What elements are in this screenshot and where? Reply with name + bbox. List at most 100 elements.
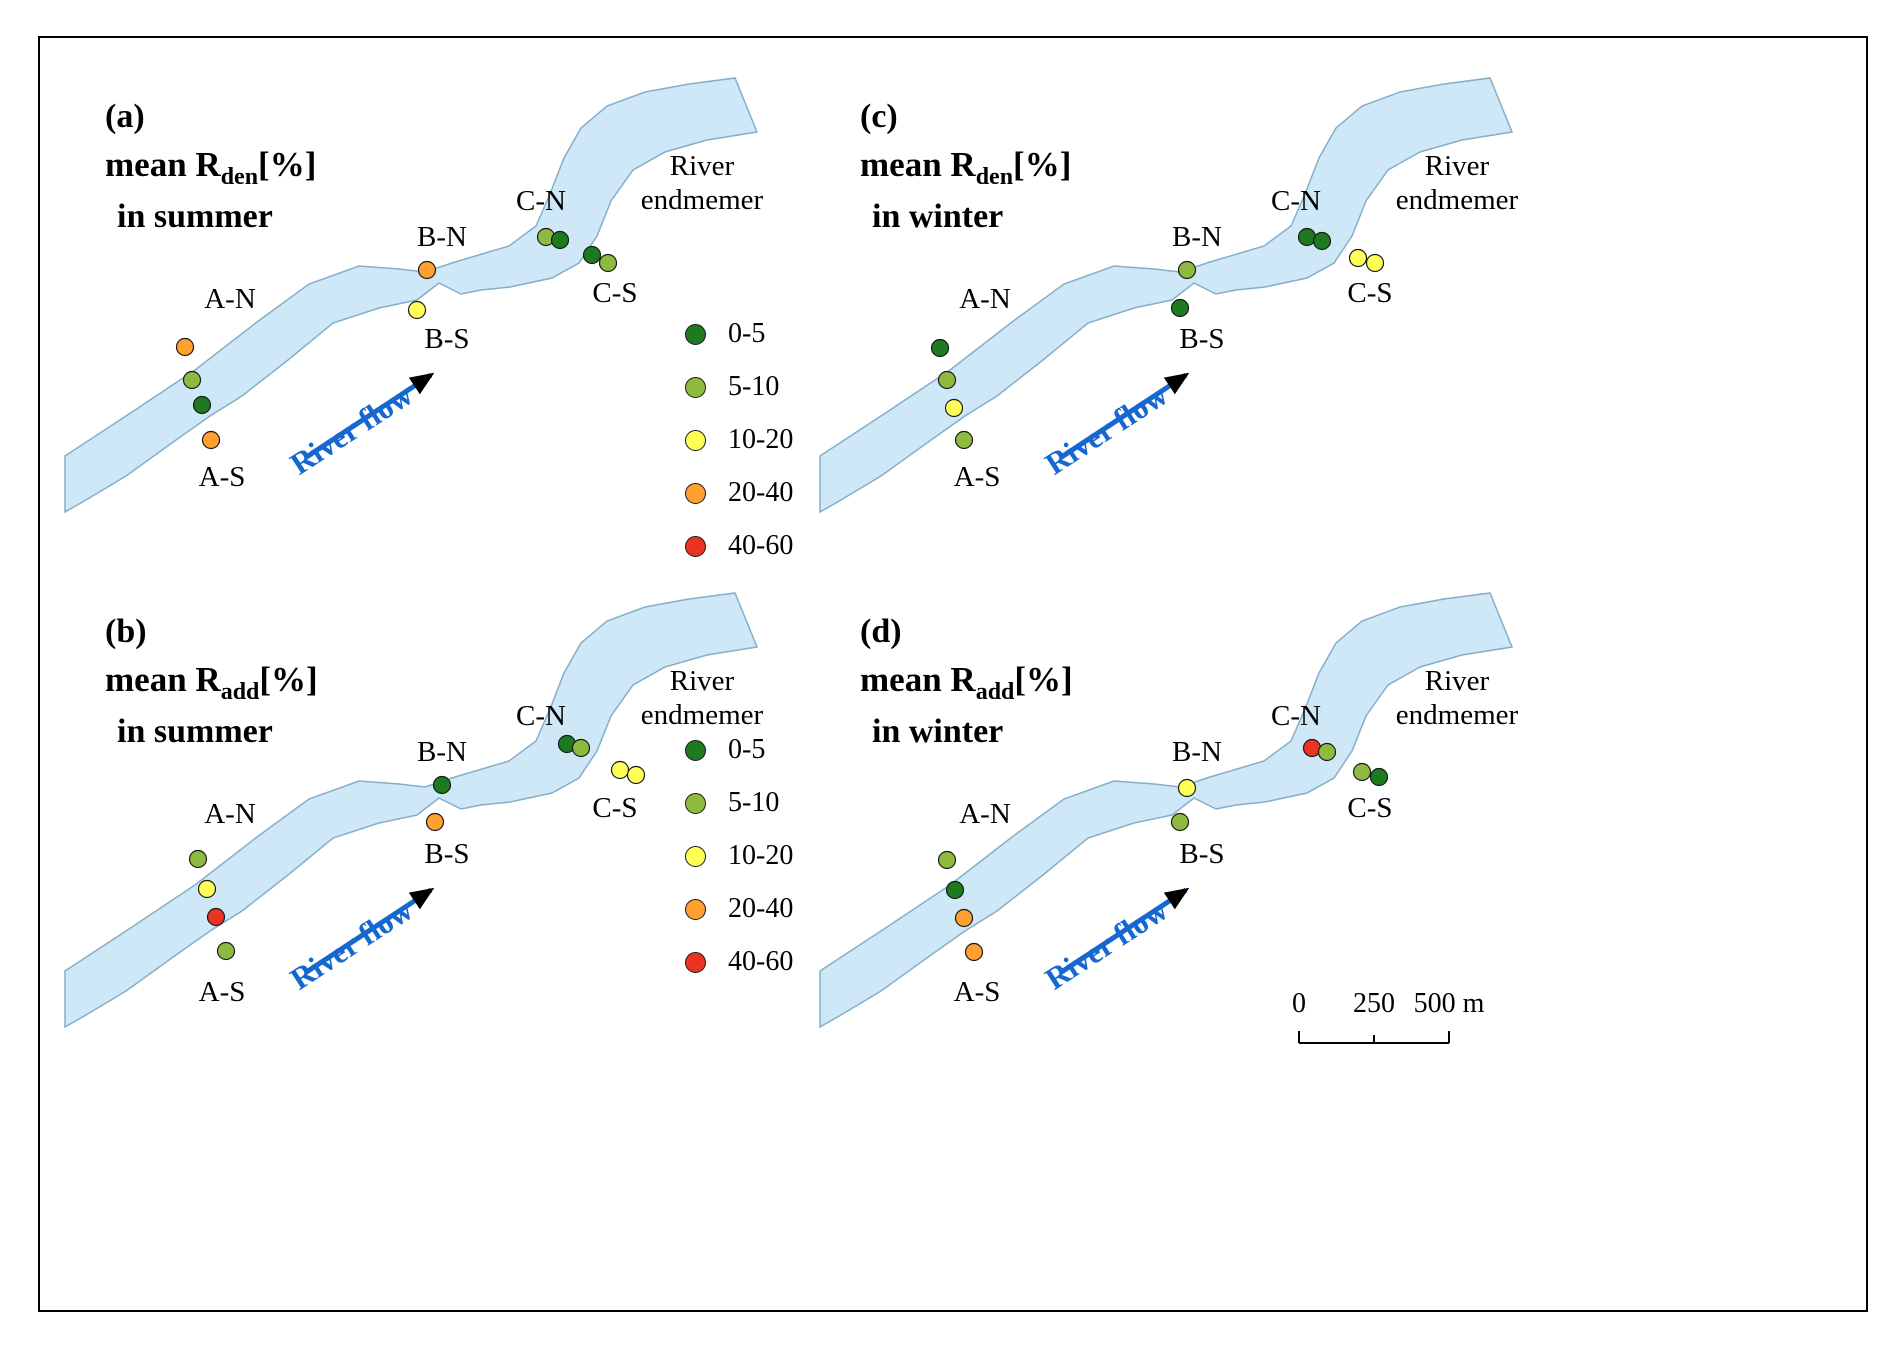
sample-point-10-20 — [1365, 253, 1385, 273]
river-flow-label: River flow — [1039, 892, 1174, 997]
station-label-a-n: A-N — [959, 798, 1011, 830]
legend-dot-20-40 — [685, 482, 706, 504]
panel-metric-label: mean Rden[%] — [860, 141, 1071, 194]
legend-label: 10-20 — [728, 424, 794, 455]
metric-subscript: den — [975, 163, 1014, 190]
sample-point-5-10 — [1317, 742, 1337, 762]
sample-point-20-40 — [417, 260, 437, 280]
river-flow-label: River flow — [284, 377, 419, 482]
river-endmember-label-line1: River — [670, 150, 735, 182]
station-label-c-s: C-S — [1347, 792, 1392, 824]
river-endmember-label-line2: endmemer — [1396, 699, 1519, 731]
legend-label: 5-10 — [728, 787, 780, 818]
station-label-c-s: C-S — [592, 792, 637, 824]
sample-point-0-5 — [1312, 231, 1332, 251]
station-label-c-n: C-N — [1271, 185, 1321, 217]
station-label-b-n: B-N — [1172, 221, 1222, 253]
station-label-b-n: B-N — [417, 736, 467, 768]
panel-season-label: in summer — [117, 198, 273, 236]
panel-metric-label: mean Rden[%] — [105, 141, 316, 194]
sample-point-10-20 — [197, 879, 217, 899]
sample-point-0-5 — [1170, 298, 1190, 318]
station-label-b-s: B-S — [424, 838, 469, 870]
sample-point-5-10 — [182, 370, 202, 390]
sample-point-20-40 — [201, 430, 221, 450]
legend-row: 20-40 — [685, 477, 793, 509]
sample-point-10-20 — [944, 398, 964, 418]
panel-season-label: in winter — [872, 713, 1004, 751]
legend-row: 20-40 — [685, 893, 793, 925]
metric-prefix: mean R — [105, 144, 221, 184]
legend-label: 40-60 — [728, 530, 794, 561]
panel-season-label: in winter — [872, 198, 1004, 236]
sample-point-5-10 — [571, 738, 591, 758]
river-flow-arrow-icon — [1058, 372, 1190, 461]
station-label-c-s: C-S — [1347, 277, 1392, 309]
legend-dot-10-20 — [685, 429, 706, 451]
sample-point-0-5 — [930, 338, 950, 358]
scale-bar: 0 250 500 m — [1287, 988, 1487, 1060]
metric-subscript: den — [220, 163, 259, 190]
metric-suffix: [%] — [1014, 659, 1073, 699]
metric-prefix: mean R — [105, 659, 221, 699]
sample-point-10-20 — [610, 760, 630, 780]
legend-label: 10-20 — [728, 840, 794, 871]
sample-point-0-5 — [432, 775, 452, 795]
legend-row: 10-20 — [685, 424, 793, 456]
scale-label-250: 250 — [1353, 988, 1395, 1019]
river-flow-label: River flow — [284, 892, 419, 997]
sample-point-0-5 — [1369, 767, 1389, 787]
legend-dot-5-10 — [685, 376, 706, 398]
river-flow-label: River flow — [1039, 377, 1174, 482]
sample-point-10-20 — [407, 300, 427, 320]
panel-season-label: in summer — [117, 713, 273, 751]
station-label-a-n: A-N — [204, 283, 256, 315]
scale-ruler-icon — [1298, 1031, 1450, 1044]
panel-title: (b) mean Radd[%] in summer — [105, 609, 318, 756]
station-label-a-s: A-S — [954, 461, 1001, 493]
sample-point-5-10 — [937, 850, 957, 870]
station-label-a-n: A-N — [204, 798, 256, 830]
sample-point-20-40 — [425, 812, 445, 832]
sample-point-0-5 — [582, 245, 602, 265]
legend-dot-0-5 — [685, 323, 706, 345]
legend-row: 10-20 — [685, 840, 793, 872]
panel-metric-label: mean Radd[%] — [105, 656, 318, 709]
sample-point-5-10 — [1352, 762, 1372, 782]
river-endmember-label-line2: endmemer — [641, 184, 764, 216]
legend-dot-40-60 — [685, 535, 706, 557]
metric-prefix: mean R — [860, 144, 976, 184]
legend-label: 0-5 — [728, 734, 766, 765]
sample-point-5-10 — [954, 430, 974, 450]
panel-index-label: (c) — [860, 98, 898, 135]
sample-point-0-5 — [945, 880, 965, 900]
legend-dot-10-20 — [685, 845, 706, 867]
metric-suffix: [%] — [1013, 144, 1072, 184]
station-label-c-n: C-N — [516, 185, 566, 217]
scale-label-500: 500 m — [1413, 988, 1485, 1019]
sample-point-5-10 — [216, 941, 236, 961]
legend-label: 20-40 — [728, 477, 794, 508]
station-label-c-n: C-N — [516, 700, 566, 732]
metric-subscript: add — [975, 678, 1015, 705]
sample-point-0-5 — [192, 395, 212, 415]
station-label-a-s: A-S — [199, 976, 246, 1008]
legend-row: 0-5 — [685, 734, 793, 766]
legend-label: 40-60 — [728, 946, 794, 977]
station-label-a-s: A-S — [954, 976, 1001, 1008]
river-endmember-label-line1: River — [1425, 665, 1490, 697]
metric-suffix: [%] — [259, 659, 318, 699]
station-label-a-s: A-S — [199, 461, 246, 493]
station-label-b-s: B-S — [1179, 323, 1224, 355]
legend-dot-0-5 — [685, 739, 706, 761]
legend-row: 40-60 — [685, 946, 793, 978]
